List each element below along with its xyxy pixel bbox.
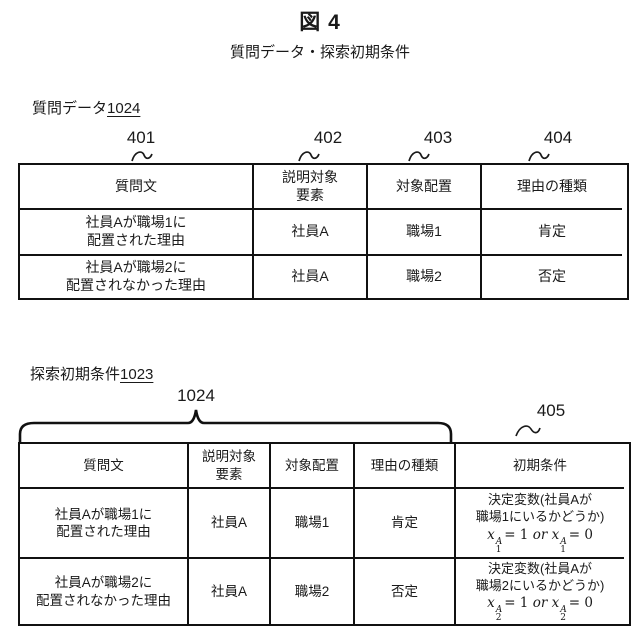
math-var: x [487,595,495,612]
leader-curve-405-icon [515,425,541,437]
table-cell: 職場2 [269,557,353,624]
column-header-initial-condition: 初期条件 [454,444,624,487]
math-eq: = 0 [568,526,593,543]
section2-label-text: 探索初期条件 [30,366,121,383]
column-header-explained-element: 説明対象 要素 [187,444,269,487]
math-var: x [551,595,560,612]
table-cell: 職場2 [366,254,480,298]
math-var: x [487,526,495,543]
section2-label-ref: 1023 [120,366,154,383]
column-header-question-text: 質問文 [83,457,124,473]
table-cell: 否定 [353,557,454,624]
math-eq: = 1 [504,595,529,612]
init-condition-line1: 決定変数(社員Aが [487,492,592,508]
ref-number-401: 401 [126,128,156,147]
leader-curve-404-icon [528,151,550,162]
column-header-explained-element: 説明対象 要素 [252,165,366,208]
column-header-target-assignment: 対象配置 [269,444,353,487]
init-condition-line2: 職場1にいるかどうか) [475,509,605,524]
math-eq: = 0 [568,595,593,612]
math-or: or [532,526,548,543]
table-cell: 社員Aが職場2に 配置されなかった理由 [20,254,252,298]
leader-curve-401-icon [131,151,153,162]
table-cell: 社員Aが職場1に 配置された理由 [20,487,187,557]
table-cell: 肯定 [480,208,622,254]
ref-number-405: 405 [536,401,566,420]
table-cell: 職場1 [269,487,353,557]
brace-1024-icon [18,409,453,442]
column-header-target-assignment: 対象配置 [366,165,480,208]
table-cell: 否定 [480,254,622,298]
column-header-reason-type: 理由の種類 [353,444,454,487]
initial-conditions-table: 質問文 説明対象 要素 対象配置 理由の種類 初期条件 社員Aが職場1に 配置さ… [18,442,631,626]
figure-subtitle: 質問データ・探索初期条件 [229,44,411,61]
math-sup: A [560,536,567,547]
table-cell: 職場1 [366,208,480,254]
ref-number-402: 402 [313,128,343,147]
ref-number-403: 403 [423,128,453,147]
question-data-table: 質問文 説明対象 要素 対象配置 理由の種類 社員Aが職場1に 配置された理由 … [18,163,629,300]
section1-label-text: 質問データ [32,100,108,117]
math-sub: 2 [560,613,566,624]
leader-curve-402-icon [298,151,320,162]
brace-ref-number-1024: 1024 [177,386,215,405]
math-sup: A [495,536,503,547]
column-header-reason-type: 理由の種類 [480,165,622,208]
init-condition-line1: 決定変数(社員Aが [487,560,592,576]
table-cell: 社員A [252,208,366,254]
table-cell: 社員A [187,557,269,624]
math-sub: 2 [495,613,502,624]
math-var: x [551,526,560,543]
table-cell: 肯定 [353,487,454,557]
math-sub: 1 [495,544,502,555]
section2-label: 探索初期条件1023 [30,363,153,384]
figure-title: 図 4 [299,11,341,34]
table-cell: 社員A [187,487,269,557]
math-eq: = 1 [504,526,529,543]
section1-label-ref: 1024 [107,100,141,117]
math-sub: 1 [560,544,566,555]
init-condition-line2: 職場2にいるかどうか) [475,577,605,593]
table-cell: 社員A [252,254,366,298]
column-header-question-text: 質問文 [115,177,157,194]
table-cell: 社員Aが職場2に 配置されなかった理由 [20,557,187,624]
math-or: or [532,595,548,612]
section1-label: 質問データ1024 [32,97,140,118]
math-sup: A [495,605,503,616]
math-sup: A [560,605,567,616]
table-cell: 社員Aが職場1に 配置された理由 [20,208,252,254]
leader-curve-403-icon [408,151,430,162]
ref-number-404: 404 [543,128,573,147]
